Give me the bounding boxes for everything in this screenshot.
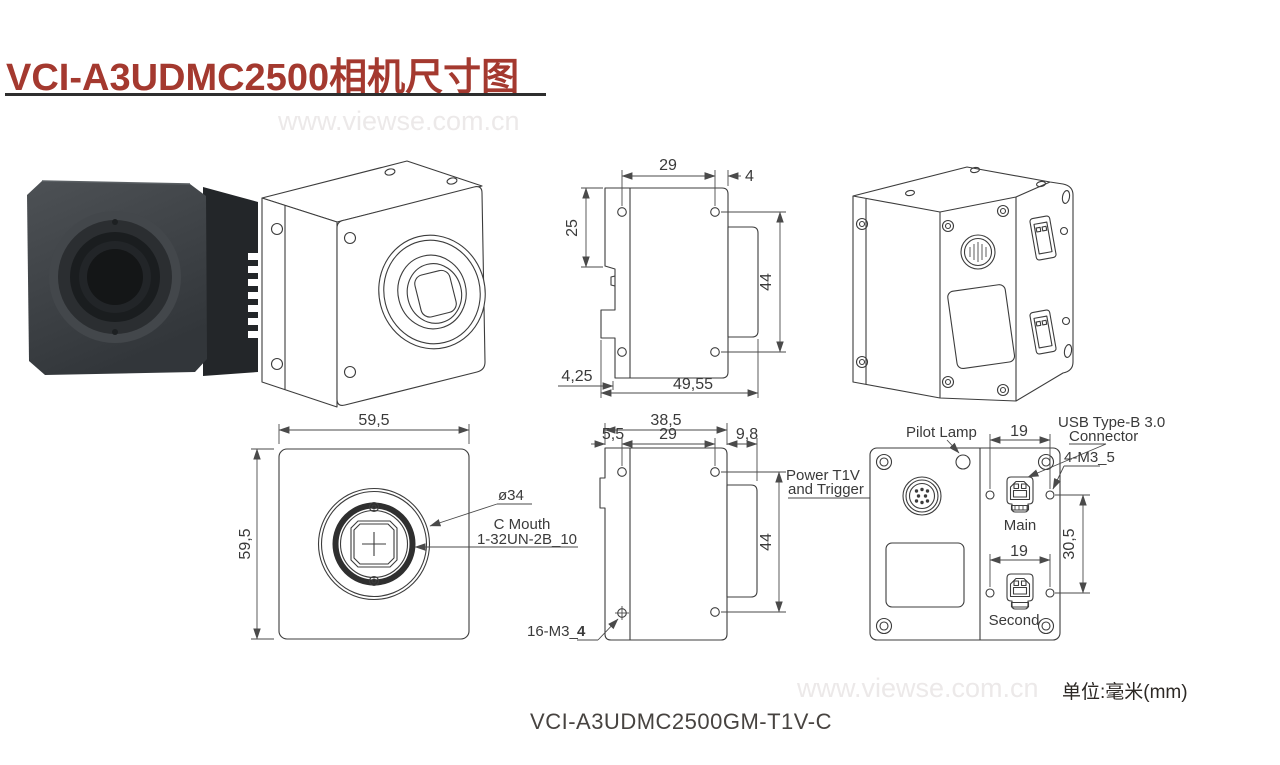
dim-side-top-hole-span: 29 <box>659 157 677 174</box>
page-title: VCI-A3UDMC2500相机尺寸图 <box>6 57 520 99</box>
usb-connector-main <box>1006 476 1034 513</box>
side-bottom-dimensions: 38,5 5,5 29 9,8 44 16-M3_ 4 Power T1V an… <box>527 412 901 641</box>
iso-rear-usb-bottom <box>1029 309 1057 355</box>
dim-vertical-span: 30,5 <box>1061 528 1078 559</box>
label-usb-line1: USB Type-B 3.0 <box>1058 414 1165 431</box>
dim-side-top-edge-offset: 4 <box>745 168 754 185</box>
label-usb-line2: Connector <box>1069 428 1138 445</box>
dim-side-bottom-hole-span: 29 <box>659 426 677 443</box>
label-usb-second: Second <box>989 612 1040 629</box>
dim-side-top-rear-height: 44 <box>758 273 775 291</box>
dim-front-width: 59,5 <box>358 412 389 429</box>
photo-side-face <box>203 187 258 376</box>
rear-corner-screws <box>875 453 1055 635</box>
iso-rear-body <box>852 166 1074 402</box>
dim-side-top-total-depth: 49,55 <box>673 376 713 393</box>
power-connector <box>902 476 942 516</box>
side-top-dimensions: 29 4 25 44 4,25 49,55 <box>558 157 786 398</box>
photo-lens-mount <box>49 211 181 343</box>
watermark-bottom: www.viewse.com.cn <box>797 673 1039 703</box>
dim-side-bottom-total-depth: 38,5 <box>650 412 681 429</box>
usb-connector-second <box>1006 573 1034 610</box>
view-photo-camera <box>27 180 259 376</box>
front-lens-mount <box>317 487 431 601</box>
title-underline <box>5 93 546 96</box>
dim-side-top-foot-offset: 4,25 <box>561 368 592 385</box>
view-side-bottom: 38,5 5,5 29 9,8 44 16-M3_ 4 Power T1V an… <box>527 412 901 641</box>
label-screw-thread-prefix: 16-M3_ <box>527 623 579 640</box>
view-side-top: 29 4 25 44 4,25 49,55 <box>558 157 786 398</box>
dim-usb-top-span: 19 <box>1010 423 1028 440</box>
dim-side-top-front-height: 25 <box>564 219 581 237</box>
front-dimensions: 59,5 59,5 ø34 C Mouth 1-32UN-2B_10 <box>237 412 578 640</box>
pilot-lamp <box>955 454 971 470</box>
label-power-trigger-line1: Power T1V <box>786 467 860 484</box>
dim-side-bottom-rear-depth: 9,8 <box>736 426 758 443</box>
dim-side-bottom-front-offset: 5,5 <box>602 426 624 443</box>
iso-rear-power-connector <box>960 234 996 270</box>
iso-rear-usb-top <box>1029 215 1057 261</box>
label-screw-thread-depth: 4 <box>577 623 586 640</box>
side-top-rear-panel <box>727 226 759 338</box>
dim-side-bottom-rear-height: 44 <box>758 533 775 551</box>
side-bottom-body <box>599 447 728 641</box>
view-front: 59,5 59,5 ø34 C Mouth 1-32UN-2B_10 <box>237 412 578 640</box>
watermark-top: www.viewse.com.cn <box>278 106 520 136</box>
view-rear: 19 19 30,5 Pilot Lamp USB Type-B 3.0 Con… <box>869 414 1165 641</box>
dim-front-height: 59,5 <box>237 528 254 559</box>
iso-front-lens <box>378 234 486 350</box>
side-bottom-rear-panel <box>726 484 758 598</box>
rear-label-plate <box>885 542 965 608</box>
photo-heatsink-fins <box>248 253 259 338</box>
label-mount-line2: 1-32UN-2B_10 <box>477 531 577 548</box>
side-top-body <box>600 187 729 379</box>
view-iso-front <box>261 160 486 408</box>
dim-usb-bottom-span: 19 <box>1010 543 1028 560</box>
iso-front-left-face <box>261 197 338 408</box>
view-iso-rear <box>852 166 1074 402</box>
label-rear-screws: 4-M3_5 <box>1064 449 1115 466</box>
label-usb-main: Main <box>1004 517 1037 534</box>
model-label: VCI-A3UDMC2500GM-T1V-C <box>530 709 832 734</box>
label-mount-line1: C Mouth <box>494 516 551 533</box>
label-power-trigger-line2: and Trigger <box>788 481 864 498</box>
unit-note: 单位:毫米(mm) <box>1062 682 1188 703</box>
rear-dimensions: 19 19 30,5 Pilot Lamp USB Type-B 3.0 Con… <box>906 414 1165 629</box>
label-pilot-lamp: Pilot Lamp <box>906 424 977 441</box>
iso-rear-label-plate <box>947 284 1016 370</box>
label-lens-diameter: ø34 <box>498 487 524 504</box>
